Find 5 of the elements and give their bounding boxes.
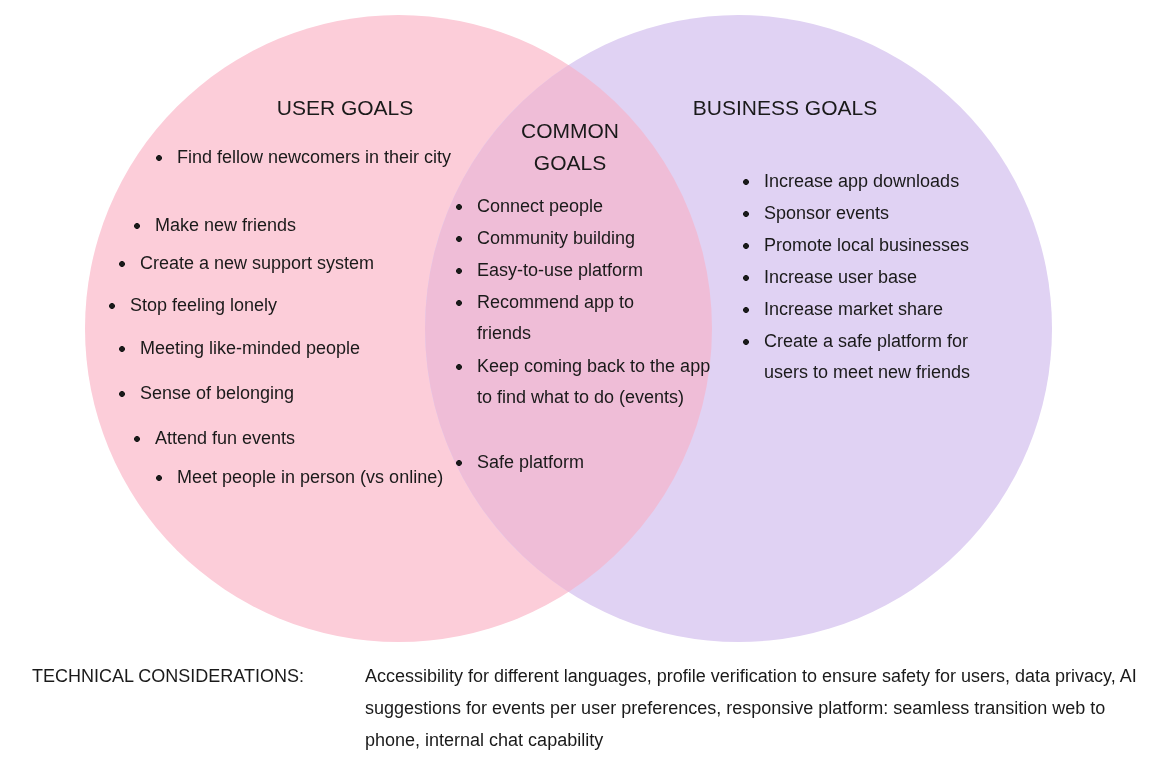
note-text: Accessibility for different languages, profile verification to ensure safety for users, data privacy, AI suggestions for events per user preferences, responsive platform: seamless transition web to phone, internal chat capability <box>365 665 1138 752</box>
section-heading: BUSINESS GOALS <box>691 95 879 121</box>
section-heading: USER GOALS <box>275 95 415 121</box>
section-heading: TECHNICAL CONSIDERATIONS: <box>32 665 306 688</box>
section-heading: COMMON GOALS <box>520 118 620 176</box>
